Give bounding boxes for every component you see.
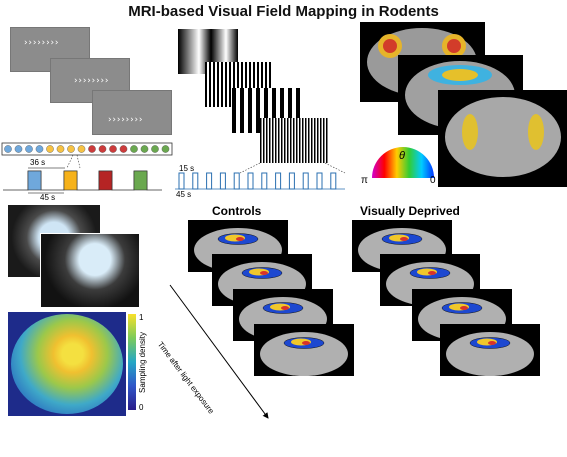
condition-block xyxy=(133,170,148,191)
stimulus-pulse xyxy=(302,172,309,190)
chevron-row: ›››››››› xyxy=(107,115,143,125)
sequence-dot xyxy=(88,145,96,153)
sequence-dot xyxy=(46,145,54,153)
chevron-stimulus-panel-2: ›››››››› xyxy=(50,58,130,103)
sequence-dot xyxy=(151,145,159,153)
stimulus-pulse xyxy=(275,172,282,190)
dot-sequence-frame xyxy=(1,142,173,156)
chevron-row: ›››››››› xyxy=(73,76,109,86)
brain-slice-3 xyxy=(438,90,567,187)
condition-block xyxy=(98,170,113,191)
grating-stimulus-panel-3 xyxy=(260,118,328,163)
sequence-dot xyxy=(14,145,23,153)
sequence-dot xyxy=(98,145,107,153)
brain-slice xyxy=(380,254,480,306)
brain-tissue xyxy=(260,332,348,376)
dashed-guide-right xyxy=(324,162,346,174)
activation-peak xyxy=(236,237,244,241)
visually-deprived-header: Visually Deprived xyxy=(360,204,460,218)
activation-peak xyxy=(488,341,496,345)
stimulus-pulse xyxy=(261,172,268,190)
colorbar-max-label: 1 xyxy=(139,313,144,322)
stimulus-pulse xyxy=(178,172,185,190)
activation-peak xyxy=(281,306,289,310)
sequence-dot xyxy=(161,145,170,153)
brain-slice xyxy=(440,324,540,376)
stimulus-pulse xyxy=(192,172,199,190)
activation-peak xyxy=(260,271,268,275)
colorbar-title: Sampling density xyxy=(137,332,147,393)
activation-peak xyxy=(302,341,310,345)
brain-slices-top xyxy=(360,22,567,187)
block-on-duration: 36 s xyxy=(30,158,46,167)
block-total-duration: 45 s xyxy=(40,193,56,202)
activation-peak xyxy=(428,271,436,275)
sequence-dot xyxy=(4,145,12,153)
sequence-dot xyxy=(35,145,44,153)
condition-block xyxy=(63,170,78,191)
stimulus-pulse xyxy=(233,172,240,190)
condition-block xyxy=(27,170,42,191)
sequence-dot xyxy=(140,145,149,153)
controls-header: Controls xyxy=(212,204,262,218)
colorwheel-pi-label: π xyxy=(361,175,368,186)
stimulus-pulse xyxy=(247,172,254,190)
sequence-dot xyxy=(77,145,86,153)
stimulus-pulse xyxy=(206,172,213,190)
sequence-dot xyxy=(130,145,138,153)
dashed-guide-right xyxy=(76,154,81,169)
figure-title: MRI-based Visual Field Mapping in Rodent… xyxy=(128,3,439,20)
sequence-dot xyxy=(119,145,128,153)
stimulus-pulse xyxy=(219,172,226,190)
sequence-dot xyxy=(56,145,65,153)
stimulus-total-duration: 45 s xyxy=(176,190,192,199)
colorwheel-zero-label: 0 xyxy=(430,175,436,186)
stimulus-pulse xyxy=(330,172,337,190)
phase-colorwheel xyxy=(372,147,434,178)
deprived-slices xyxy=(352,220,540,376)
chevron-row: ›››››››› xyxy=(23,38,59,48)
activation-peak xyxy=(460,306,468,310)
stimulus-pulse xyxy=(288,172,295,190)
setup-photo-2 xyxy=(40,233,140,308)
time-arrow xyxy=(169,284,269,419)
colorbar xyxy=(128,314,136,410)
colorbar-min-label: 0 xyxy=(139,403,144,412)
stimulus-pulse xyxy=(316,172,323,190)
pulse-train-diagram xyxy=(175,162,346,190)
sequence-dot xyxy=(67,145,75,153)
dashed-guide-left xyxy=(239,162,261,174)
block-design-diagram xyxy=(1,142,173,194)
sampling-density-heatmap xyxy=(8,312,126,416)
chevron-stimulus-panel-3: ›››››››› xyxy=(92,90,172,135)
controls-slices xyxy=(188,220,354,376)
colorwheel-theta-label: θ xyxy=(399,150,405,162)
stimulus-on-duration: 15 s xyxy=(179,164,195,173)
sequence-dot xyxy=(25,145,33,153)
brain-slice xyxy=(254,324,354,376)
activation-peak xyxy=(400,237,408,241)
dashed-guide-left xyxy=(66,154,74,169)
brain-tissue xyxy=(446,332,534,376)
heatmap-disc xyxy=(11,314,123,414)
sequence-dot xyxy=(109,145,117,153)
